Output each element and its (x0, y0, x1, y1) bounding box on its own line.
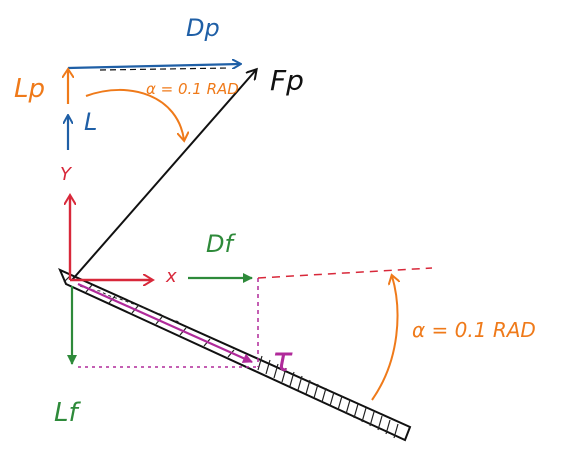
label-dp: Dp (186, 14, 220, 42)
label-df: Df (206, 230, 233, 258)
label-y-axis: Y (60, 164, 71, 185)
label-lf: Lf (54, 398, 78, 428)
alpha-angle-arc-right (371, 276, 397, 401)
label-alpha-right: α = 0.1 RAD (412, 318, 536, 342)
resultant-force-fp-arrow (71, 70, 256, 281)
label-tau: τ (272, 340, 293, 380)
drag-dp-dash (99, 67, 231, 71)
alpha-rotation-arrow-top (85, 88, 184, 140)
label-lp: Lp (14, 74, 45, 104)
label-x-axis: x (166, 266, 177, 287)
label-l: L (84, 108, 98, 136)
tau-arrow (77, 282, 253, 364)
label-alpha-top: α = 0.1 RAD (146, 80, 239, 98)
label-fp: Fp (270, 64, 304, 97)
drag-dp-arrow (67, 64, 240, 68)
horizontal-reference-line (257, 267, 433, 279)
